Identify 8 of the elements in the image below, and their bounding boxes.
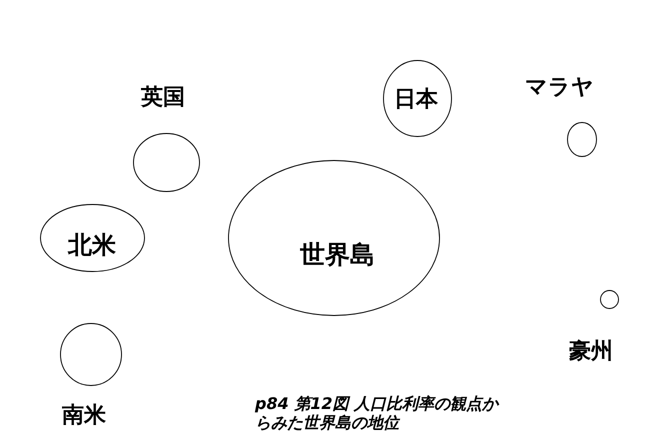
region-name: マラヤ — [525, 76, 594, 100]
region-name: 南米 — [62, 404, 106, 428]
region-name: 豪州 — [569, 340, 613, 364]
region-name: 日本 — [394, 88, 438, 112]
caption: p84 第12図 人口比利率の観点からみた世界島の地位 — [255, 394, 500, 432]
region-name: 英国 — [141, 86, 185, 110]
region-name: 北米 — [68, 232, 116, 258]
region-name: 世界島 — [300, 241, 375, 268]
